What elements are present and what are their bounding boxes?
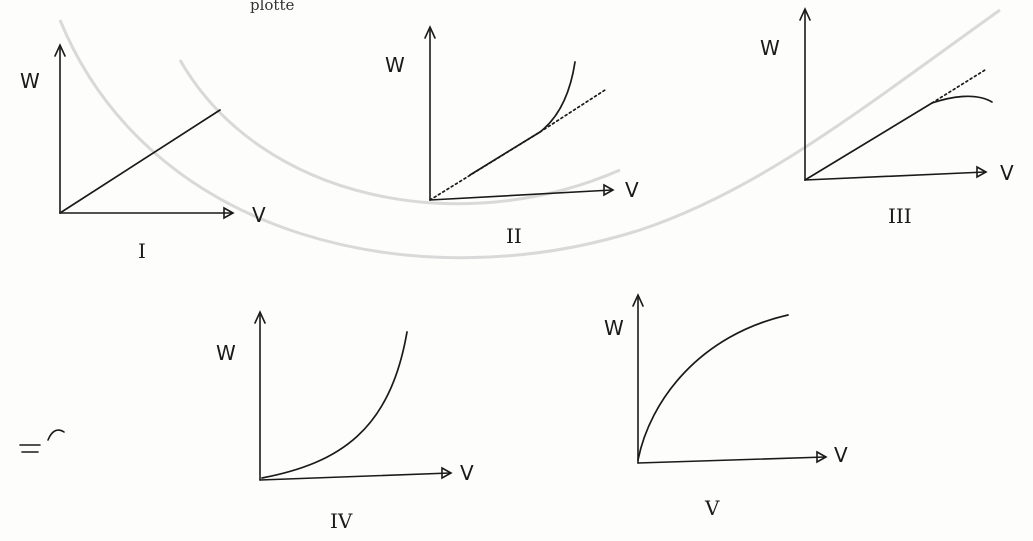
graph-3-x-label: V: [1000, 161, 1014, 185]
graph-3-downward-curve: [931, 95, 993, 104]
graph-4: W V IV: [216, 310, 474, 533]
graph-2-y-label: W: [385, 53, 405, 77]
graph-2-numeral: II: [506, 224, 522, 248]
watermark: [58, 8, 1001, 260]
graph-3-x-arrow-icon: [976, 165, 988, 179]
margin-mark: [19, 429, 65, 453]
graph-4-numeral: IV: [330, 509, 353, 533]
graph-4-y-label: W: [216, 341, 236, 365]
graph-1: W V I: [20, 43, 266, 263]
graph-2-dotted-extension: [539, 89, 606, 133]
graph-3-dotted-extension: [931, 69, 986, 104]
graph-4-curve: [261, 331, 408, 479]
graph-1-line: [59, 109, 221, 214]
graph-3-y-arrow-icon: [799, 7, 811, 21]
graph-5-x-axis: [637, 456, 826, 464]
graph-3-x-axis: [804, 171, 986, 181]
graph-3-numeral: III: [888, 204, 912, 228]
graph-4-y-arrow-icon: [254, 310, 266, 324]
graph-2-upward-curve: [539, 61, 576, 133]
graph-5-x-arrow-icon: [816, 450, 828, 464]
graph-2-line: [469, 131, 541, 176]
graph-4-x-arrow-icon: [441, 466, 453, 480]
header-fragment: plotte: [250, 0, 294, 14]
graph-5-x-label: V: [834, 443, 848, 467]
graph-3: W V III: [760, 7, 1014, 228]
graph-2-x-arrow-icon: [603, 183, 615, 197]
graph-1-y-label: W: [20, 69, 40, 93]
graph-3-y-label: W: [760, 36, 780, 60]
graph-2-y-arrow-icon: [424, 25, 436, 39]
graph-5-curve: [637, 314, 789, 461]
graph-4-x-label: V: [460, 461, 474, 485]
graph-2-x-label: V: [625, 178, 639, 202]
graph-1-y-arrow-icon: [54, 43, 66, 57]
graph-1-numeral: I: [138, 239, 146, 263]
graph-1-x-label: V: [252, 203, 266, 227]
graph-5: W V V: [604, 293, 848, 520]
graph-5-numeral: V: [704, 496, 720, 520]
graph-2: W V II: [385, 25, 639, 248]
graph-5-y-arrow-icon: [632, 293, 644, 307]
graph-1-x-arrow-icon: [223, 206, 235, 220]
graph-5-y-label: W: [604, 316, 624, 340]
graph-3-line: [804, 102, 933, 181]
graph-4-x-axis: [259, 472, 451, 481]
graph-2-x-axis: [429, 189, 613, 201]
